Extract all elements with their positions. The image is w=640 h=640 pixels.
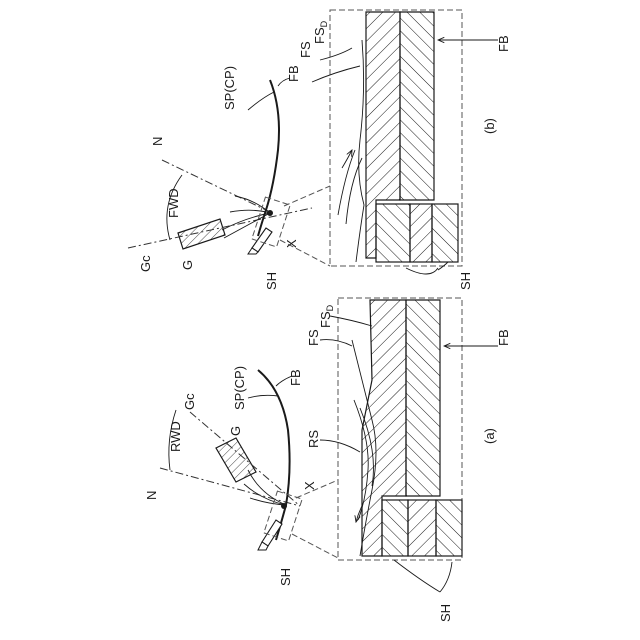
- panel-a-grinding-wheel: [216, 438, 256, 482]
- panel-b-fb-right-label: FB: [496, 35, 511, 52]
- panel-b-fsd-leader: [312, 66, 360, 82]
- panel-b-sh-left-label: SH: [264, 272, 279, 290]
- panel-a-sh-block-right: [436, 500, 462, 556]
- panel-a-caption: (a): [482, 428, 497, 444]
- panel-b-zoom-line-1: [284, 186, 330, 206]
- panel-b: Gc G FWD N X SH SP(CP) FB FS FSD FB SH (…: [128, 10, 511, 290]
- panel-b-spark-arrow: [342, 150, 352, 168]
- panel-b-fsd-label: FSD: [312, 20, 329, 44]
- panel-a-sh-bottom-label: SH: [438, 604, 453, 622]
- panel-a-sh-block-left: [382, 500, 408, 556]
- panel-b-spcp-label: SP(CP): [222, 66, 237, 110]
- panel-a-gc-label: Gc: [182, 393, 197, 410]
- panel-a-fs-label: FS: [306, 329, 321, 346]
- panel-a-sh-block-mid: [408, 500, 436, 556]
- panel-a-fsd-label: FSD: [318, 304, 335, 328]
- panel-a-x-label: X: [302, 481, 317, 490]
- panel-b-spcp-leader: [248, 92, 274, 110]
- panel-a-spark-arrow: [356, 506, 362, 522]
- panel-a-rs-leader: [320, 440, 360, 452]
- panel-a-point-x: [281, 503, 287, 509]
- panel-b-sh-block-right: [432, 204, 458, 262]
- panel-b-sh-bottom-leader: [406, 268, 438, 274]
- panel-a-layer-right: [406, 300, 440, 496]
- panel-b-sh-bottom-label: SH: [458, 272, 473, 290]
- panel-a-fb-right-label: FB: [496, 329, 511, 346]
- panel-a-sh-left-label: SH: [278, 568, 293, 586]
- panel-b-fb-top-label: FB: [286, 65, 301, 82]
- panel-b-sh-block-mid: [410, 204, 432, 262]
- panel-a-fs-leader: [320, 340, 352, 346]
- panel-a-fsd-leader: [330, 316, 372, 326]
- panel-b-g-label: G: [180, 260, 195, 270]
- panel-a-spcp-label: SP(CP): [232, 366, 247, 410]
- panel-a: N RWD Gc G SP(CP) FB X SH FS FSD RS FB S…: [144, 298, 511, 622]
- panel-b-caption: (b): [482, 118, 497, 134]
- panel-b-n-label: N: [150, 137, 165, 146]
- panel-a-g-label: G: [228, 426, 243, 436]
- panel-a-rs-label: RS: [306, 430, 321, 448]
- panel-b-grinding-wheel: [178, 219, 225, 249]
- panel-b-fs-leader: [320, 48, 352, 60]
- panel-b-gc-label: Gc: [138, 255, 153, 272]
- panel-a-detail: [338, 298, 462, 560]
- panel-b-fwd-label: FWD: [166, 188, 181, 218]
- panel-a-rwd-label: RWD: [168, 421, 183, 452]
- panel-a-sh-bottom-leader-2: [440, 562, 452, 592]
- panel-b-x-label: X: [284, 239, 299, 248]
- panel-a-normal-line: [160, 468, 300, 506]
- panel-b-point-x: [267, 210, 273, 216]
- panel-a-spcp-leader: [248, 395, 278, 398]
- panel-b-layer-right: [400, 12, 434, 200]
- panel-b-sh-block-left: [376, 204, 410, 262]
- panel-b-detail: [330, 10, 462, 266]
- panel-a-fb-top-label: FB: [288, 369, 303, 386]
- panel-a-n-label: N: [144, 491, 159, 500]
- panel-b-fs-label: FS: [298, 41, 313, 58]
- panel-a-sh-bottom-leader: [394, 560, 440, 592]
- panel-b-fs-surface: [356, 40, 364, 262]
- panel-a-zoom-line-2: [292, 534, 338, 558]
